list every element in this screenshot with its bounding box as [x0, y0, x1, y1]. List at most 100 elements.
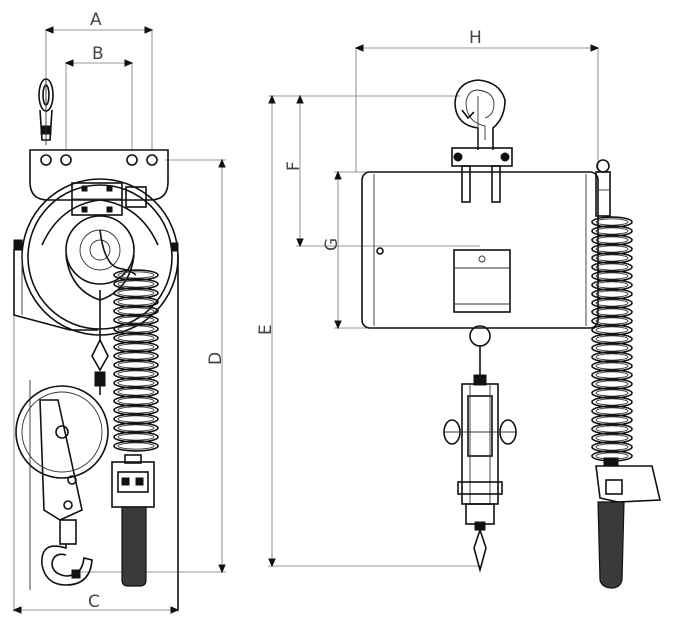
hose-coil-loop	[113, 368, 159, 380]
hose-coil-inner	[117, 343, 155, 351]
hose-coil-inner	[117, 334, 155, 342]
hose-coil-inner	[595, 380, 629, 388]
hose-coil-inner	[595, 308, 629, 316]
hose-coil-loop	[591, 378, 633, 390]
hose-coil-inner	[595, 407, 629, 415]
hose-coil-loop	[113, 395, 159, 407]
hose-coil-inner	[595, 443, 629, 451]
top-yoke	[451, 147, 513, 203]
top-hook	[454, 79, 506, 150]
hose-coil-inner	[117, 379, 155, 387]
hose-coil-loop	[113, 341, 159, 353]
hose-coil-loop	[113, 377, 159, 389]
dimension-label-h: H	[469, 28, 482, 48]
hose-coil-inner	[595, 281, 629, 289]
hose-coil-loop	[113, 422, 159, 434]
mounting-bracket	[29, 149, 169, 201]
hose-coil-loop	[591, 396, 633, 408]
hose-coil-inner	[595, 236, 629, 244]
dimension-label-d: D	[206, 352, 226, 365]
hose-coil-inner	[595, 227, 629, 235]
hose-coil-inner	[595, 398, 629, 406]
hose-coil-inner	[117, 298, 155, 306]
hose-coil-inner	[595, 434, 629, 442]
hose-coil-inner	[117, 316, 155, 324]
hose-coil-loop	[591, 333, 633, 345]
hose-coil-loop	[591, 441, 633, 453]
dimension-h: H	[354, 28, 600, 172]
dimension-label-g: G	[322, 238, 342, 251]
hose-coil-loop	[591, 225, 633, 237]
hose-coil-loop	[591, 387, 633, 399]
hose-coil-inner	[117, 307, 155, 315]
drum-housing	[13, 178, 179, 610]
hose-coil-loop	[113, 404, 159, 416]
hose-coil-loop	[591, 324, 633, 336]
hose-coil-loop	[591, 423, 633, 435]
front-view: A B C D	[12, 10, 226, 614]
hose-coil-inner	[117, 280, 155, 288]
hose-coil-loop	[591, 234, 633, 246]
drum-body	[361, 171, 599, 329]
hose-coil-inner	[595, 353, 629, 361]
dimension-label-c: C	[88, 592, 100, 612]
hose-coil-inner	[117, 370, 155, 378]
hose-coil-loop	[113, 323, 159, 335]
pulley-block	[15, 380, 109, 590]
dimension-g: G	[322, 170, 368, 330]
hose-coil-loop	[591, 342, 633, 354]
hose-coil-loop	[591, 432, 633, 444]
hose-coil-loop	[113, 440, 159, 452]
dimension-label-e: E	[256, 324, 276, 335]
hose-coil-inner	[117, 352, 155, 360]
hose-coil-inner	[117, 361, 155, 369]
hose-coil-loop	[113, 431, 159, 443]
hose-coil-inner	[595, 326, 629, 334]
hose-coil-inner	[117, 415, 155, 423]
dimension-d: D	[80, 158, 226, 574]
hose-coil-inner	[117, 433, 155, 441]
hose-coil-inner	[117, 289, 155, 297]
hose-coil-inner	[117, 406, 155, 414]
hose-coil-loop	[591, 351, 633, 363]
hose-coil-loop	[591, 261, 633, 273]
hose-coil-loop	[591, 216, 633, 228]
hose-coil-loop	[113, 413, 159, 425]
hose-coil-loop	[113, 359, 159, 371]
side-view: H E F G	[256, 28, 661, 589]
hose-coil-loop	[591, 414, 633, 426]
hose-coil-inner	[595, 272, 629, 280]
hose-coil-inner	[595, 389, 629, 397]
hose-coil-loop	[113, 278, 159, 290]
hose-lead	[99, 229, 137, 276]
hose-coil-loop	[591, 270, 633, 282]
hose-coil-inner	[595, 254, 629, 262]
hose-coil-loop	[591, 306, 633, 318]
hose-coil-inner	[117, 442, 155, 450]
dimension-e: E	[256, 94, 480, 568]
hose-coil-loop	[113, 296, 159, 308]
dimension-label-f: F	[284, 161, 304, 171]
hose-coil-inner	[595, 344, 629, 352]
hose-coil-inner	[117, 397, 155, 405]
hose-coil-inner	[595, 416, 629, 424]
hose-coil-loop	[591, 360, 633, 372]
hose-coil-inner	[595, 218, 629, 226]
side-coiled-hose	[591, 216, 633, 462]
coiled-hose	[99, 229, 159, 452]
hose-coil-loop	[113, 332, 159, 344]
dimension-f: F	[284, 94, 480, 248]
hose-coil-loop	[591, 279, 633, 291]
dimension-label-b: B	[92, 44, 104, 64]
hose-coil-inner	[595, 263, 629, 271]
hose-coil-inner	[595, 335, 629, 343]
hose-coil-inner	[595, 425, 629, 433]
top-hook-eye	[38, 78, 54, 145]
hose-coil-inner	[117, 271, 155, 279]
hose-coil-inner	[595, 362, 629, 370]
hose-coil-loop	[113, 386, 159, 398]
hose-coil-inner	[117, 325, 155, 333]
hose-coil-loop	[591, 315, 633, 327]
hose-coil-loop	[591, 252, 633, 264]
